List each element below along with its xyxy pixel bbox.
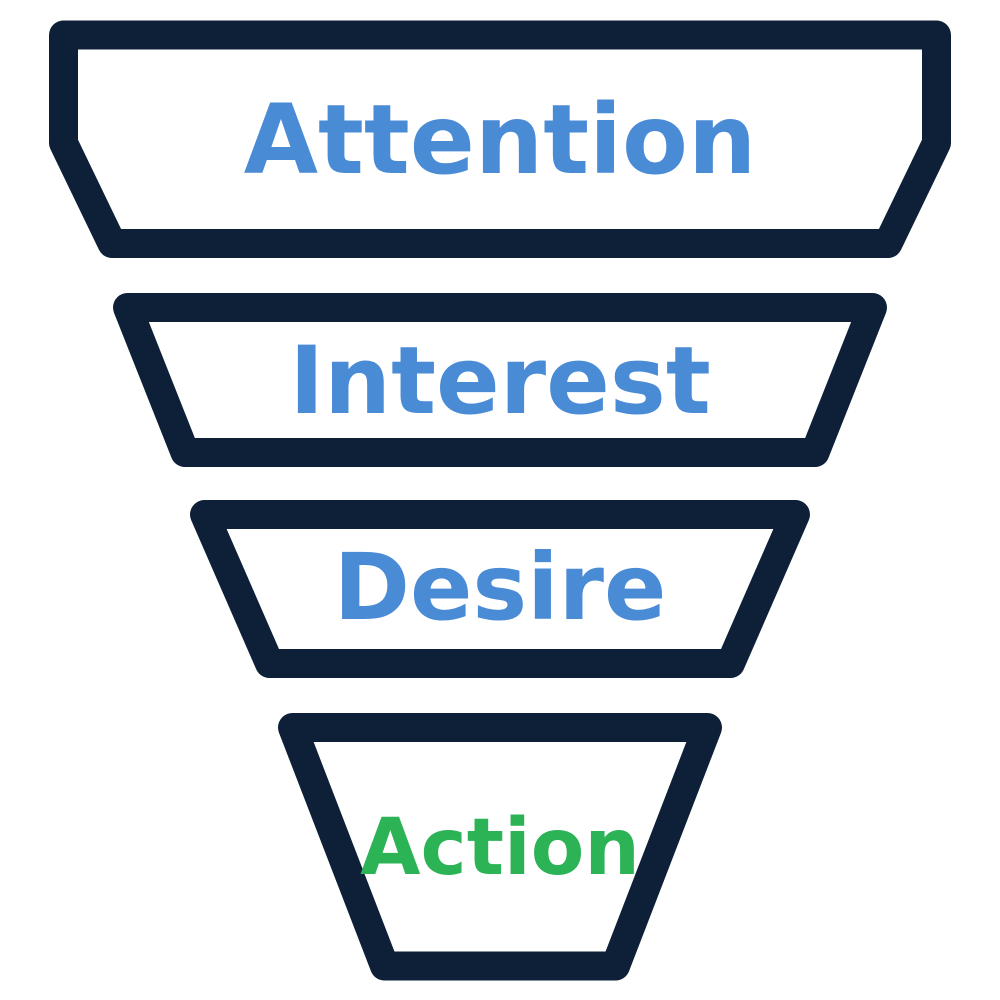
stage-label-attention: Attention — [243, 84, 757, 196]
funnel-stage-desire-shape — [190, 500, 810, 678]
funnel-stage-action-shape — [278, 713, 722, 981]
stage-label-desire: Desire — [333, 534, 667, 641]
stage-label-action: Action — [360, 802, 640, 893]
funnel-stage-interest-shape — [113, 293, 887, 467]
funnel-stage-attention-shape — [49, 20, 951, 258]
stage-label-interest: Interest — [289, 327, 711, 436]
